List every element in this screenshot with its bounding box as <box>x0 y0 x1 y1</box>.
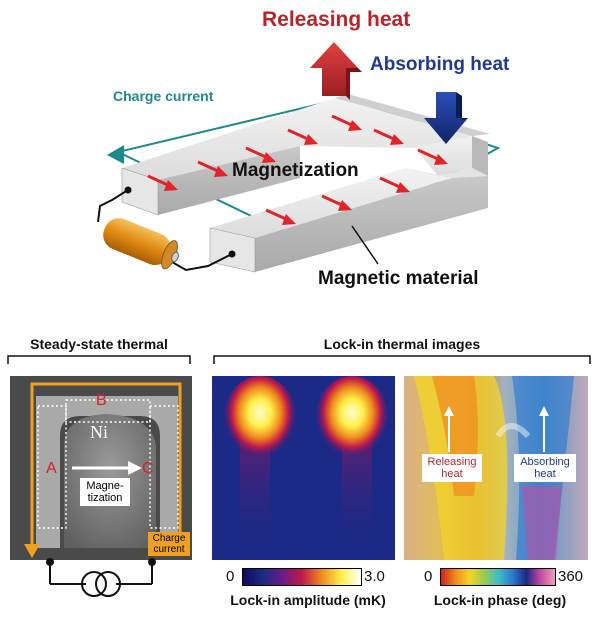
absorbing-heat-arrow <box>424 92 468 144</box>
absorbing-heat-bubble: Absorbing heat <box>514 454 576 482</box>
magnetization-line1: Magne- <box>86 480 124 492</box>
amplitude-label: Lock-in amplitude (mK) <box>230 592 386 608</box>
battery-icon <box>103 218 179 270</box>
lockin-phase-image: Releasing heat Absorbing heat <box>404 376 588 560</box>
magnetic-material-label: Magnetic material <box>318 268 479 289</box>
material-leader-line <box>351 225 379 265</box>
releasing-heat-arrow <box>310 42 362 100</box>
phase-max: 360 <box>558 568 584 585</box>
releasing-line2: heat <box>441 468 463 480</box>
terminal-right <box>228 250 236 258</box>
steady-state-title: Steady-state thermal <box>30 336 168 352</box>
charge-arrowhead <box>107 145 124 164</box>
thermoelectric-schematic <box>97 42 501 273</box>
magnetization-line2: tization <box>87 492 123 504</box>
magnetization-label: Magnetization <box>232 160 359 181</box>
amplitude-max: 3.0 <box>364 568 385 585</box>
wire-left <box>97 189 129 223</box>
charge-line2: current <box>153 544 185 555</box>
absorbing-line1: Absorbing <box>520 456 570 468</box>
label-a: A <box>46 460 57 477</box>
current-source-circuit <box>46 558 156 597</box>
releasing-line1: Releasing <box>427 456 477 468</box>
lockin-amplitude-image <box>212 376 395 560</box>
amplitude-colorbar <box>242 568 362 586</box>
phase-label: Lock-in phase (deg) <box>433 592 567 608</box>
magnetization-bubble: Magne- tization <box>80 478 130 506</box>
releasing-heat-label: Releasing heat <box>262 8 411 31</box>
label-b: B <box>96 392 107 409</box>
label-c: C <box>142 460 154 477</box>
lockin-title: Lock-in thermal images <box>323 336 481 352</box>
absorbing-heat-label: Absorbing heat <box>370 54 510 75</box>
releasing-heat-bubble: Releasing heat <box>422 454 482 482</box>
phase-colorbar <box>440 568 556 586</box>
section-brackets <box>7 355 591 364</box>
amplitude-min: 0 <box>226 568 235 585</box>
absorbing-line2: heat <box>534 468 556 480</box>
terminal-left <box>124 186 132 194</box>
charge-line1: Charge <box>152 533 186 544</box>
charge-current-bubble: Charge current <box>148 532 190 556</box>
wire-right <box>171 253 233 272</box>
charge-current-label: Charge current <box>113 88 214 104</box>
steady-state-image: B A C Ni Magne- tization Charge current <box>10 376 192 560</box>
ni-label: Ni <box>90 422 108 442</box>
phase-min: 0 <box>424 568 433 585</box>
magnetization-arrows <box>147 114 448 225</box>
